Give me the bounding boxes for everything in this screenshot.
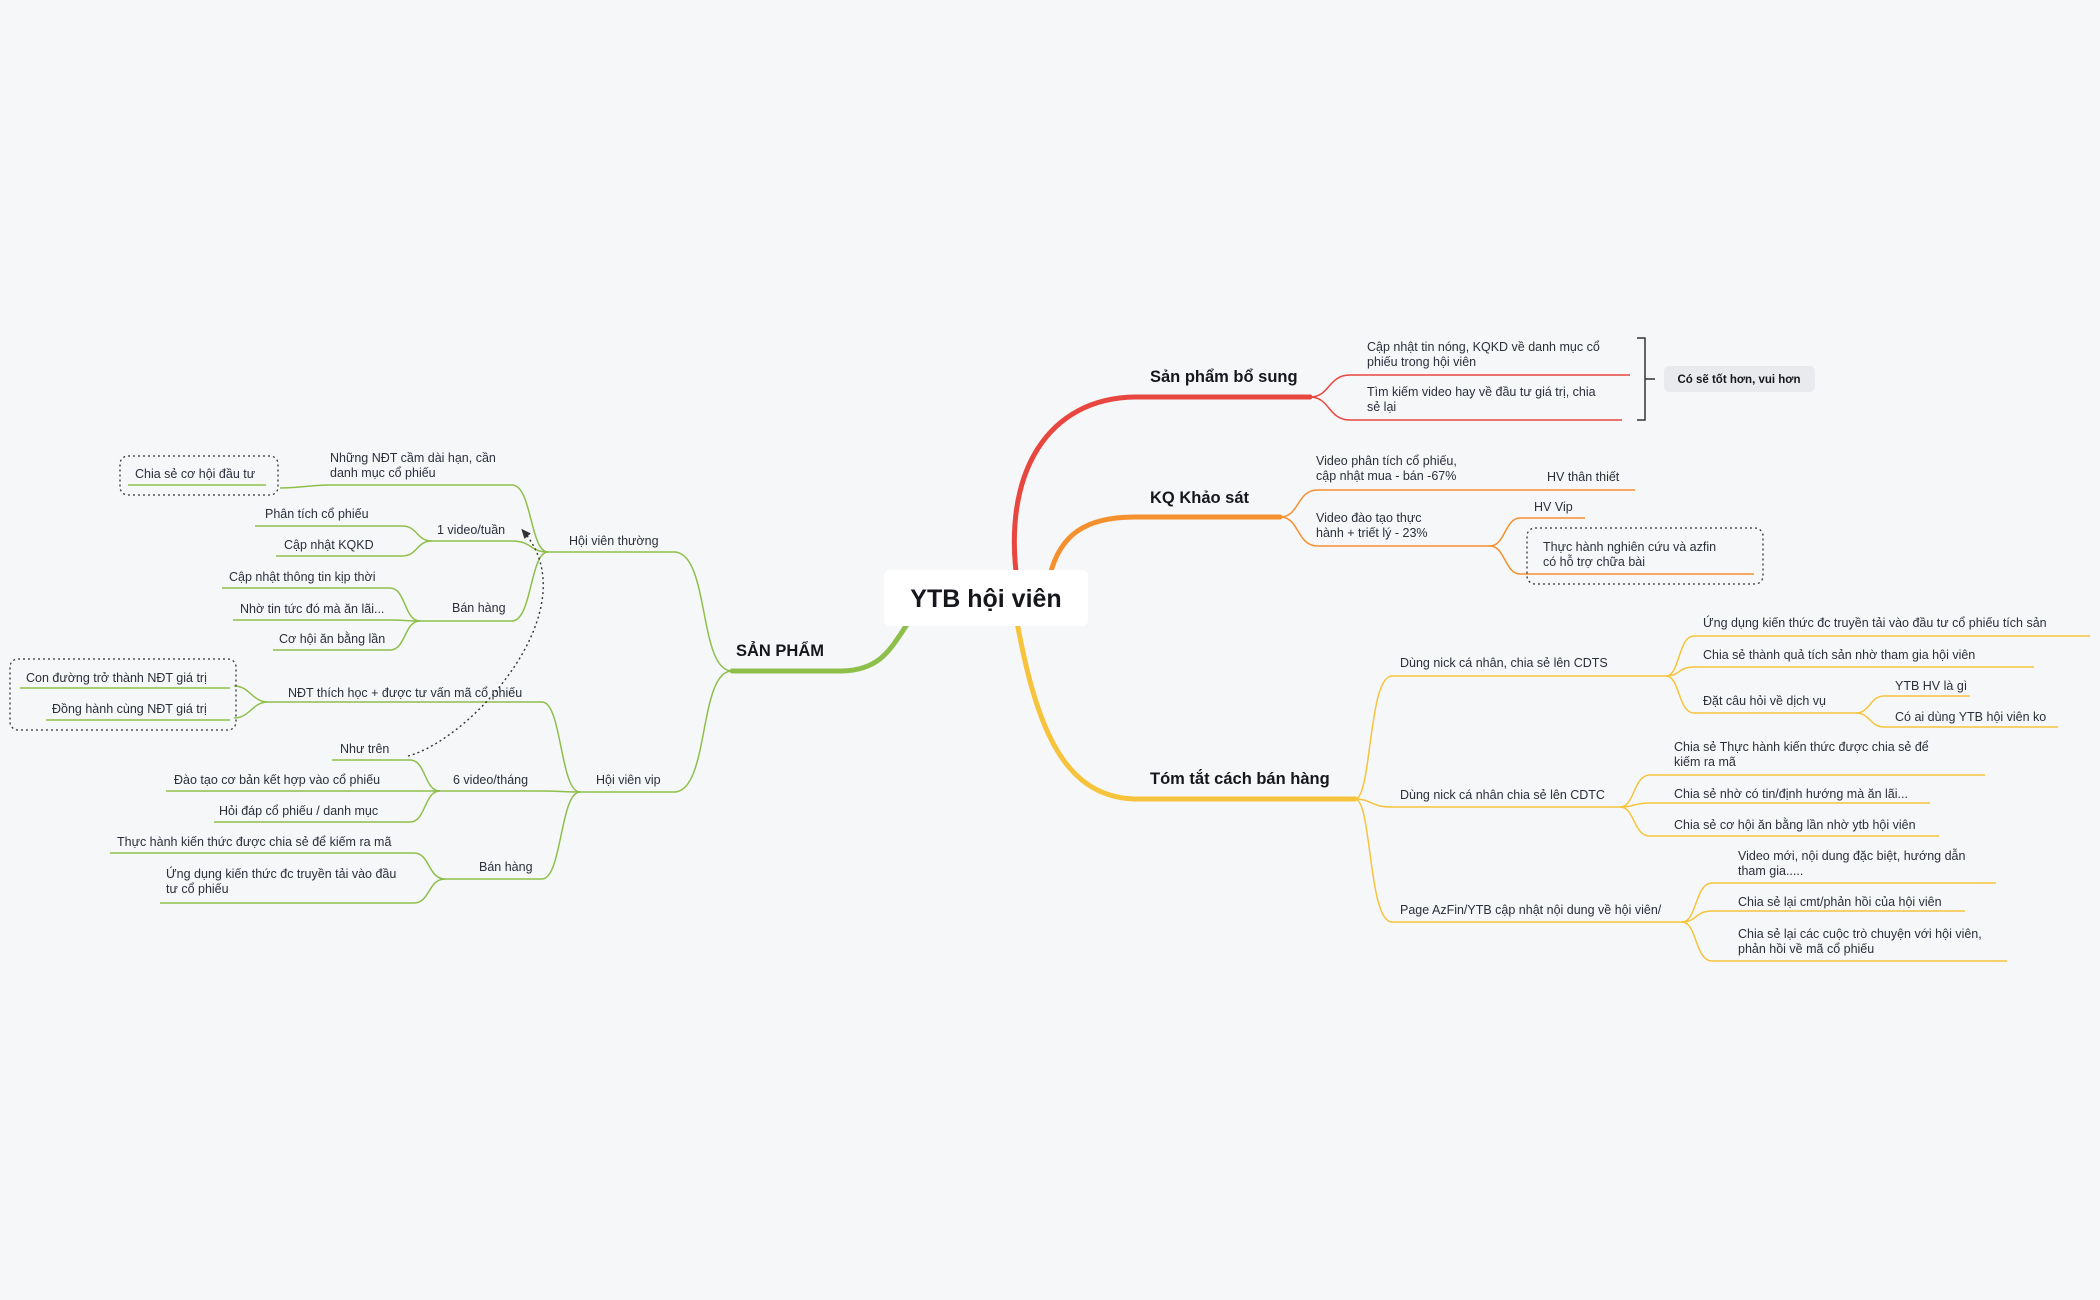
bonus-item[interactable]: Cập nhật tin nóng, KQKD về danh mục cổ p… <box>1367 340 1603 369</box>
normal-member-label[interactable]: Hội viên thường <box>569 534 659 548</box>
normal-sales-item[interactable]: Cập nhật thông tin kịp thời <box>229 570 375 584</box>
branch-line-sales <box>1013 614 1358 802</box>
products-branch: SẢN PHẨM Hội viên thường Những NĐT cầm d… <box>9 451 824 904</box>
monthly-item[interactable]: Như trên <box>340 742 389 756</box>
survey-item-1-line2: cập nhật mua - bán -67% <box>1316 469 1456 483</box>
sales-cdtc-item[interactable]: Chia sẻ nhờ có tin/định hướng mà ăn lãi.… <box>1674 787 1908 801</box>
vip-member-label[interactable]: Hội viên vip <box>596 773 661 787</box>
sales-page-item[interactable]: Chia sẻ lại cmt/phản hồi của hội viên <box>1738 895 1942 909</box>
relationship-arrow[interactable] <box>407 528 544 757</box>
branch-line-bonus <box>1011 394 1313 590</box>
sales-cdtc-item-1-line2: kiếm ra mã <box>1674 755 1736 769</box>
normal-top-item-line2: danh mục cổ phiếu <box>330 466 436 480</box>
sales-cdts-item[interactable]: Ứng dụng kiến thức đc truyền tải vào đầu… <box>1703 615 2047 630</box>
sales-cdtc-label[interactable]: Dùng nick cá nhân chia sẻ lên CDTC <box>1400 788 1605 802</box>
sales-question-item[interactable]: YTB HV là gì <box>1895 679 1967 693</box>
normal-sales-item[interactable]: Cơ hội ăn bằng lần <box>279 631 385 646</box>
monthly-label[interactable]: 6 video/tháng <box>453 773 528 787</box>
vip-learn-item[interactable]: Đồng hành cùng NĐT giá trị <box>52 702 207 716</box>
survey-callout-box <box>1526 527 1764 585</box>
branch-line-survey <box>1047 514 1283 578</box>
summary-label: Có sẽ tốt hơn, vui hơn <box>1677 374 1800 386</box>
survey-callout-line1: Thực hành nghiên cứu và azfin <box>1543 540 1716 554</box>
vip-sales-label[interactable]: Bán hàng <box>479 860 533 874</box>
sales-questions-label[interactable]: Đặt câu hỏi về dịch vụ <box>1703 694 1826 708</box>
monthly-item[interactable]: Đào tạo cơ bản kết hợp vào cổ phiếu <box>174 773 380 787</box>
bonus-branch: Sản phẩm bổ sung Cập nhật tin nóng, KQKD… <box>1150 337 1815 421</box>
survey-item-2[interactable]: Video đào tạo thực hành + triết lý - 23% <box>1316 511 1428 540</box>
normal-sales-item[interactable]: Nhờ tin tức đó mà ăn lãi... <box>240 602 384 616</box>
survey-item-1[interactable]: Video phân tích cổ phiếu, cập nhật mua -… <box>1316 454 1460 483</box>
normal-top-item[interactable]: Những NĐT cầm dài hạn, cần danh mục cổ p… <box>330 451 499 480</box>
vip-sales-item-2-line1: Ứng dụng kiến thức đc truyền tải vào đầu <box>166 866 396 881</box>
monthly-item[interactable]: Hỏi đáp cổ phiếu / danh mục <box>219 804 378 818</box>
normal-callout[interactable]: Chia sẻ cơ hội đầu tư <box>135 467 255 481</box>
sales-page-label[interactable]: Page AzFin/YTB cập nhật nội dung về hội … <box>1400 903 1662 917</box>
products-title[interactable]: SẢN PHẨM <box>736 641 824 660</box>
vip-learn-item[interactable]: Con đường trở thành NĐT giá trị <box>26 671 207 685</box>
main-branches <box>729 394 1358 802</box>
summary-bracket <box>1637 337 1655 421</box>
survey-item-2-line1: Video đào tạo thực <box>1316 511 1421 525</box>
survey-title[interactable]: KQ Khảo sát <box>1150 489 1250 507</box>
survey-item-1-line1: Video phân tích cổ phiếu, <box>1316 454 1457 468</box>
bonus-item[interactable]: Tìm kiếm video hay về đầu tư giá trị, ch… <box>1367 385 1599 414</box>
sales-title[interactable]: Tóm tắt cách bán hàng <box>1150 769 1330 788</box>
survey-callout-line2: có hỗ trợ chữa bài <box>1543 554 1645 569</box>
sales-cdts-item[interactable]: Chia sẻ thành quả tích sản nhờ tham gia … <box>1703 648 1975 662</box>
vip-learn-callout-box <box>9 658 237 731</box>
normal-top-item-line1: Những NĐT cầm dài hạn, cần <box>330 451 496 465</box>
root-label: YTB hội viên <box>910 585 1061 613</box>
sales-page-item[interactable]: Video mới, nội dung đặc biệt, hướng dẫn … <box>1738 848 1969 878</box>
sales-cdts-label[interactable]: Dùng nick cá nhân, chia sẻ lên CDTS <box>1400 656 1608 670</box>
weekly-label[interactable]: 1 video/tuần <box>437 523 505 537</box>
branch-line-products <box>729 620 911 674</box>
sales-page-item-3-line2: phản hồi về mã cổ phiếu <box>1738 942 1874 956</box>
sales-cdtc-item-1-line1: Chia sẻ Thực hành kiến thức được chia sẻ… <box>1674 740 1929 754</box>
root-node[interactable]: YTB hội viên <box>884 570 1088 626</box>
weekly-item[interactable]: Cập nhật KQKD <box>284 538 374 552</box>
vip-sales-item-2-line2: tư cổ phiếu <box>166 882 229 896</box>
sales-cdtc-item[interactable]: Chia sẻ Thực hành kiến thức được chia sẻ… <box>1674 740 1932 769</box>
normal-callout-box <box>119 455 279 496</box>
bonus-title[interactable]: Sản phẩm bổ sung <box>1150 368 1298 386</box>
bonus-item-2-line2: sẻ lại <box>1367 400 1396 414</box>
survey-item-2-line2: hành + triết lý - 23% <box>1316 526 1428 540</box>
bonus-item-1-line1: Cập nhật tin nóng, KQKD về danh mục cổ <box>1367 340 1600 354</box>
survey-item-1-child[interactable]: HV thân thiết <box>1547 470 1620 484</box>
sales-cdtc-item[interactable]: Chia sẻ cơ hội ăn bằng lần nhờ ytb hội v… <box>1674 817 1916 832</box>
normal-sales-label[interactable]: Bán hàng <box>452 601 506 615</box>
sales-branch: Tóm tắt cách bán hàng Dùng nick cá nhân,… <box>1150 615 2090 962</box>
weekly-item[interactable]: Phân tích cổ phiếu <box>265 507 369 521</box>
survey-branch: KQ Khảo sát Video phân tích cổ phiếu, cậ… <box>1150 454 1764 585</box>
sales-question-item[interactable]: Có ai dùng YTB hội viên ko <box>1895 710 2046 724</box>
summary-badge[interactable] <box>1664 366 1815 392</box>
bonus-item-2-line1: Tìm kiếm video hay về đầu tư giá trị, ch… <box>1367 385 1596 399</box>
bonus-item-1-line2: phiếu trong hội viên <box>1367 355 1476 369</box>
sales-page-item-3-line1: Chia sẻ lại các cuộc trò chuyện với hội … <box>1738 927 1982 941</box>
vip-sales-item[interactable]: Thực hành kiến thức được chia sẻ để kiếm… <box>117 835 391 849</box>
vip-learn-label[interactable]: NĐT thích học + được tư vấn mã cổ phiếu <box>288 686 522 700</box>
vip-sales-item[interactable]: Ứng dụng kiến thức đc truyền tải vào đầu… <box>166 866 400 896</box>
survey-item-2-child[interactable]: HV Vip <box>1534 500 1573 514</box>
survey-callout[interactable]: Thực hành nghiên cứu và azfin có hỗ trợ … <box>1543 540 1720 569</box>
sales-page-item[interactable]: Chia sẻ lại các cuộc trò chuyện với hội … <box>1738 927 1985 956</box>
sales-page-item-1-line2: tham gia..... <box>1738 864 1803 878</box>
sales-page-item-1-line1: Video mới, nội dung đặc biệt, hướng dẫn <box>1738 848 1966 863</box>
